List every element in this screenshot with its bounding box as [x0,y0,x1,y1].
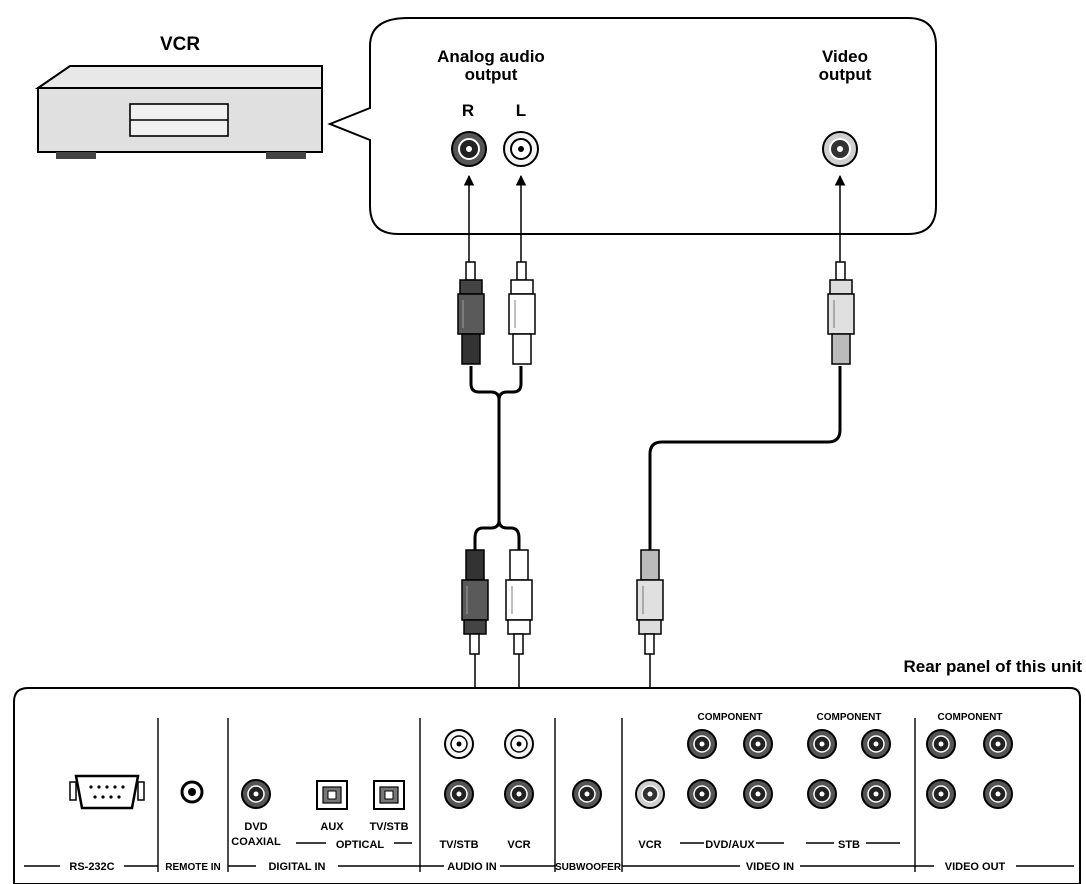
rs232c-label: RS-232C [69,861,114,873]
audio-in-tvstb-l-jack [444,729,474,759]
video-output-label-2: output [819,65,872,84]
video-output-label-1: Video [822,47,868,66]
vcr-audio-out-r-jack [451,131,487,167]
optical-aux-port [316,780,348,810]
rca-plug-white-upper [508,261,536,365]
vcr-audio-label: VCR [507,839,530,851]
vcr-video-out-jack [822,131,858,167]
left-channel-label: L [516,101,526,120]
digital-in-label: DIGITAL IN [268,861,325,873]
component-stb-jacks [807,729,891,809]
right-channel-label: R [462,101,474,120]
optical-tvstb-port [373,780,405,810]
rca-plug-white-lower [505,549,533,655]
audio-in-vcr-r-jack [504,779,534,809]
rs232c-port [69,774,145,810]
tvstb-audio-label: TV/STB [439,839,478,851]
component-label-1: COMPONENT [698,712,763,723]
video-in-vcr-jack [635,779,665,809]
coaxial-label: COAXIAL [231,836,281,848]
vcr-label: VCR [160,34,200,55]
video-in-label: VIDEO IN [746,861,794,873]
vcr-audio-out-l-jack [503,131,539,167]
remote-in-label: REMOTE IN [165,862,221,873]
aux-label: AUX [320,821,344,833]
video-out-label: VIDEO OUT [945,861,1006,873]
subwoofer-label: SUBWOOFER [555,862,622,873]
rca-plug-red-upper [457,261,485,365]
dvd-label: DVD [244,821,267,833]
output-callout: Analog audio output R L Video output [327,17,937,235]
rear-panel-title: Rear panel of this unit [903,657,1082,676]
rca-plug-video-upper [827,261,855,365]
subwoofer-jack [572,779,602,809]
audio-in-label: AUDIO IN [447,861,497,873]
component-video-out-jacks [926,729,1013,809]
optical-label: OPTICAL [336,839,385,851]
rca-plug-video-lower [636,549,664,655]
audio-in-vcr-l-jack [504,729,534,759]
tvstb-optical-label: TV/STB [369,821,408,833]
analog-audio-label-2: output [465,65,518,84]
audio-in-tvstb-r-jack [444,779,474,809]
audio-cable [463,174,527,550]
dvd-aux-label: DVD/AUX [705,839,755,851]
remote-in-jack [180,780,204,804]
analog-audio-label-1: Analog audio [437,47,545,66]
stb-label: STB [838,839,860,851]
component-label-3: COMPONENT [938,712,1003,723]
component-label-2: COMPONENT [817,712,882,723]
video-cable [648,174,846,550]
dvd-coaxial-jack [241,779,271,809]
rca-plug-red-lower [461,549,489,655]
rear-panel: COMPONENT COMPONENT COMPONENT DVD COAXIA… [13,687,1081,884]
component-dvdaux-jacks [687,729,773,809]
vcr-video-label: VCR [638,839,661,851]
vcr-device: VCR [34,34,323,159]
